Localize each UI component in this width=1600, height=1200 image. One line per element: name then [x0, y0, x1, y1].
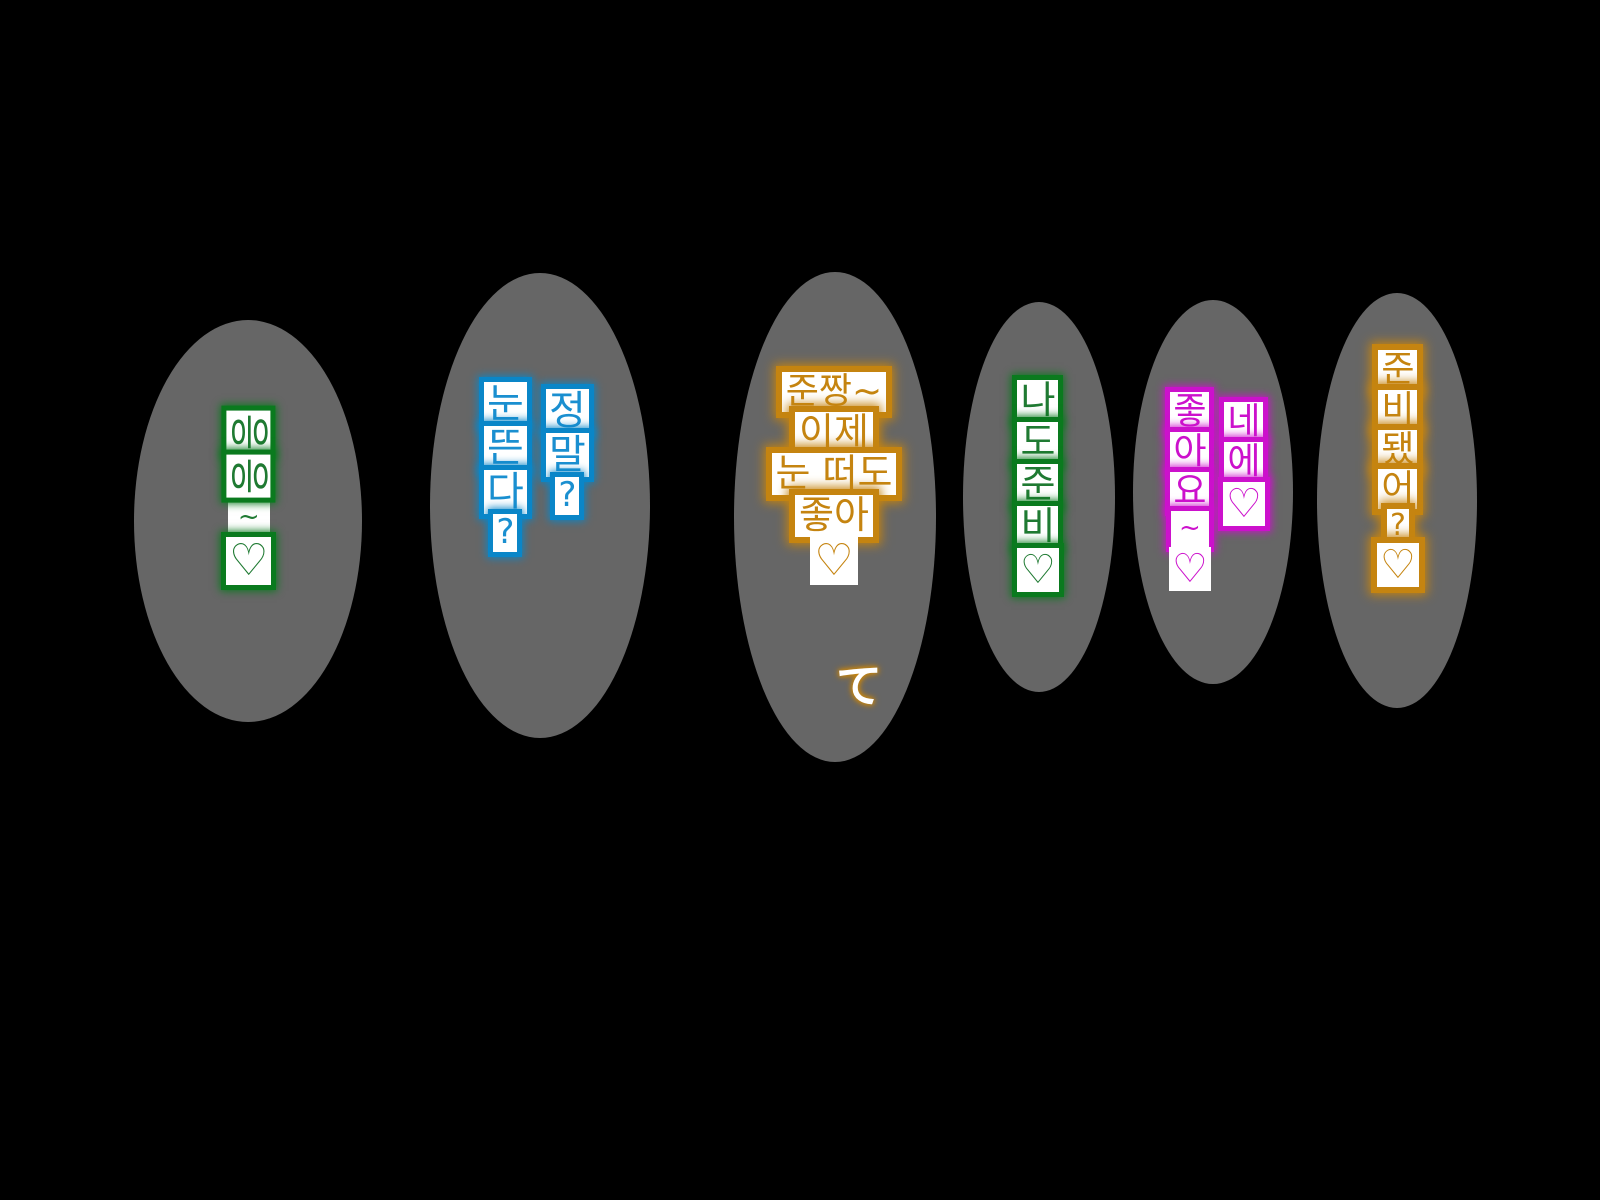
- bubble-5-char: 아: [1170, 431, 1210, 472]
- bubble-5-char: 네: [1224, 402, 1264, 442]
- bubble-2-char: ?: [555, 477, 580, 515]
- heart-icon: ♡: [810, 536, 858, 586]
- bubble-2-char: 뜬: [484, 426, 527, 470]
- bubble-2-char: 눈: [484, 382, 527, 426]
- bubble-6-text: 준 비 됐 어 ? ♡: [1377, 350, 1419, 587]
- bubble-5-char: 에: [1224, 441, 1264, 482]
- bubble-1-char: 응: [226, 410, 272, 454]
- bubble-2-char: 다: [484, 470, 527, 514]
- bubble-3-text: 준짱~ 이제 눈 떠도 좋아 ♡: [760, 372, 908, 586]
- bubble-3-line: 좋아: [795, 494, 873, 537]
- bubble-6-char: 됐: [1378, 429, 1418, 470]
- bubble-5-column-2: 네 에 ♡: [1223, 402, 1265, 526]
- bubble-2-column-1: 눈 뜬 다 ?: [484, 382, 527, 552]
- bubble-1-text: 응 응 ~ ♡: [226, 410, 272, 586]
- speech-bubble-2: [430, 273, 650, 738]
- bubble-6-char: 준: [1378, 350, 1418, 390]
- bubble-6-char: 어: [1378, 469, 1418, 510]
- heart-icon: ♡: [1169, 546, 1211, 591]
- bubble-4-char: 비: [1017, 505, 1059, 548]
- bubble-2-char: 말: [546, 433, 589, 477]
- bubble-4-char: 준: [1017, 463, 1059, 506]
- bubble-6-char: ?: [1386, 509, 1409, 543]
- bubble-3-line: 준짱~: [781, 372, 887, 412]
- sound-effect-text: て: [836, 659, 882, 713]
- bubble-5-char: ~: [1171, 511, 1209, 547]
- bubble-4-text: 나 도 준 비 ♡: [1017, 380, 1059, 592]
- bubble-2-column-2: 정 말 ?: [546, 389, 589, 515]
- bubble-5-char: 좋: [1170, 392, 1210, 432]
- bubble-2-char: ?: [493, 514, 518, 552]
- bubble-1-char: ~: [227, 498, 270, 538]
- heart-icon: ♡: [226, 537, 272, 586]
- heart-icon: ♡: [1223, 481, 1265, 526]
- bubble-5-char: 요: [1170, 471, 1210, 512]
- bubble-1-char: 응: [226, 454, 272, 498]
- bubble-3-line: 눈 떠도: [771, 453, 897, 496]
- bubble-4-char: 도: [1017, 421, 1059, 464]
- heart-icon: ♡: [1377, 542, 1419, 587]
- bubble-2-char: 정: [546, 389, 589, 433]
- heart-icon: ♡: [1017, 547, 1059, 592]
- speech-bubble-5: [1133, 300, 1293, 684]
- bubble-4-char: 나: [1017, 380, 1059, 422]
- bubble-3-line: 이제: [795, 411, 873, 454]
- bubble-5-column-1: 좋 아 요 ~ ♡: [1169, 392, 1211, 591]
- bubble-6-char: 비: [1378, 389, 1418, 430]
